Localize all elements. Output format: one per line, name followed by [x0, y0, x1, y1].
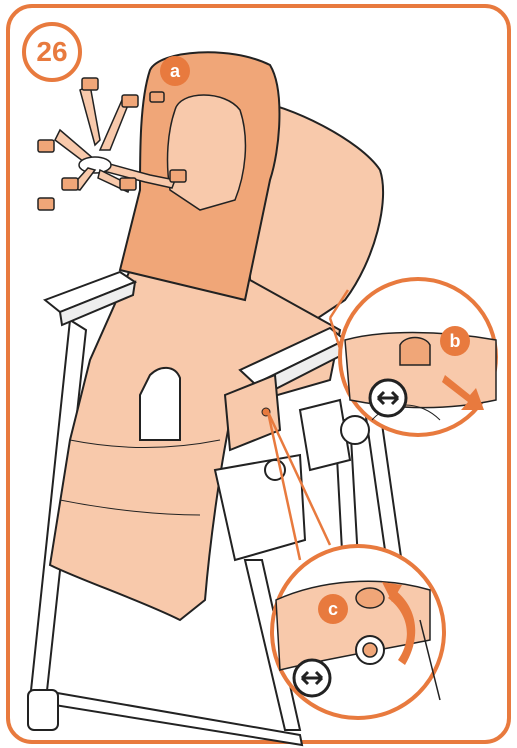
zoom-detail-b: [340, 279, 496, 435]
callout-label-c: c: [318, 594, 348, 624]
callout-label-b: b: [440, 326, 470, 356]
step-number-badge: 26: [22, 22, 82, 82]
slide-icon: [294, 660, 330, 696]
callout-label-a: a: [160, 56, 190, 86]
rotate-unlock-icon: [370, 380, 406, 416]
zoom-detail-c: [272, 546, 444, 718]
